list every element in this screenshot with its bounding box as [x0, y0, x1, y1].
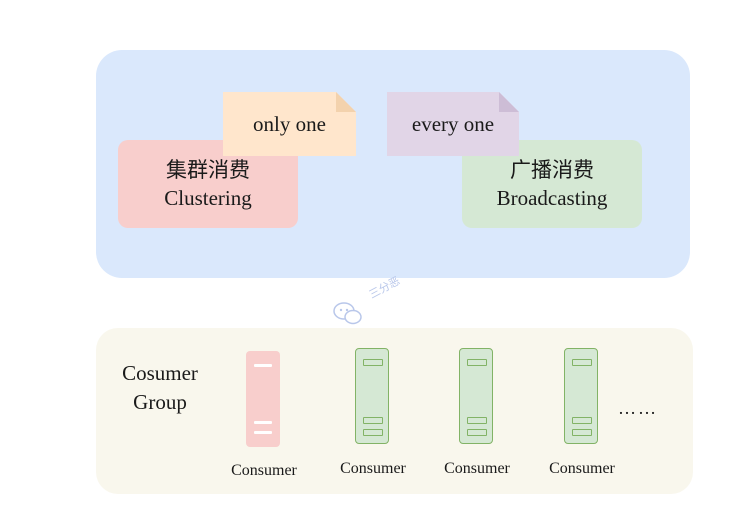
server-slot — [254, 431, 272, 434]
clustering-en-label: Clustering — [164, 186, 252, 210]
consumer-label: Consumer — [444, 460, 510, 477]
consumer-server-icon — [355, 348, 389, 444]
watermark: 三分恶 — [332, 274, 422, 325]
consumer-server-icon — [564, 348, 598, 444]
server-slot — [572, 429, 592, 436]
wechat-icon — [333, 302, 362, 325]
consumer-group-title-line1: Cosumer — [122, 361, 198, 385]
server-slot — [467, 359, 487, 366]
server-slot — [467, 429, 487, 436]
consumer-group-title: Cosumer Group — [112, 359, 208, 417]
consumer-server-icon — [459, 348, 493, 444]
server-slot — [363, 417, 383, 424]
broadcasting-cn-label: 广播消费 — [510, 158, 594, 182]
broadcasting-en-label: Broadcasting — [496, 186, 608, 210]
server-slot — [363, 429, 383, 436]
only-one-note: only one — [223, 92, 356, 156]
more-consumers-ellipsis: …… — [618, 398, 658, 418]
note-shape-icon — [387, 92, 519, 156]
server-slot — [254, 364, 272, 367]
consumer-label: Consumer — [231, 462, 297, 479]
server-slot — [572, 417, 592, 424]
server-slot — [572, 359, 592, 366]
server-slot — [363, 359, 383, 366]
consumer-label: Consumer — [340, 460, 406, 477]
only-one-label: only one — [253, 112, 326, 136]
clustering-cn-label: 集群消费 — [166, 158, 250, 182]
server-slot — [254, 421, 272, 424]
server-slot — [467, 417, 487, 424]
consumer-label: Consumer — [549, 460, 615, 477]
consumer-group-title-line2: Group — [133, 390, 187, 414]
watermark-text: 三分恶 — [366, 274, 403, 302]
every-one-label: every one — [411, 112, 495, 136]
consumer-server-icon — [246, 351, 280, 447]
every-one-note: every one — [387, 92, 519, 156]
note-shape-icon — [223, 92, 356, 156]
